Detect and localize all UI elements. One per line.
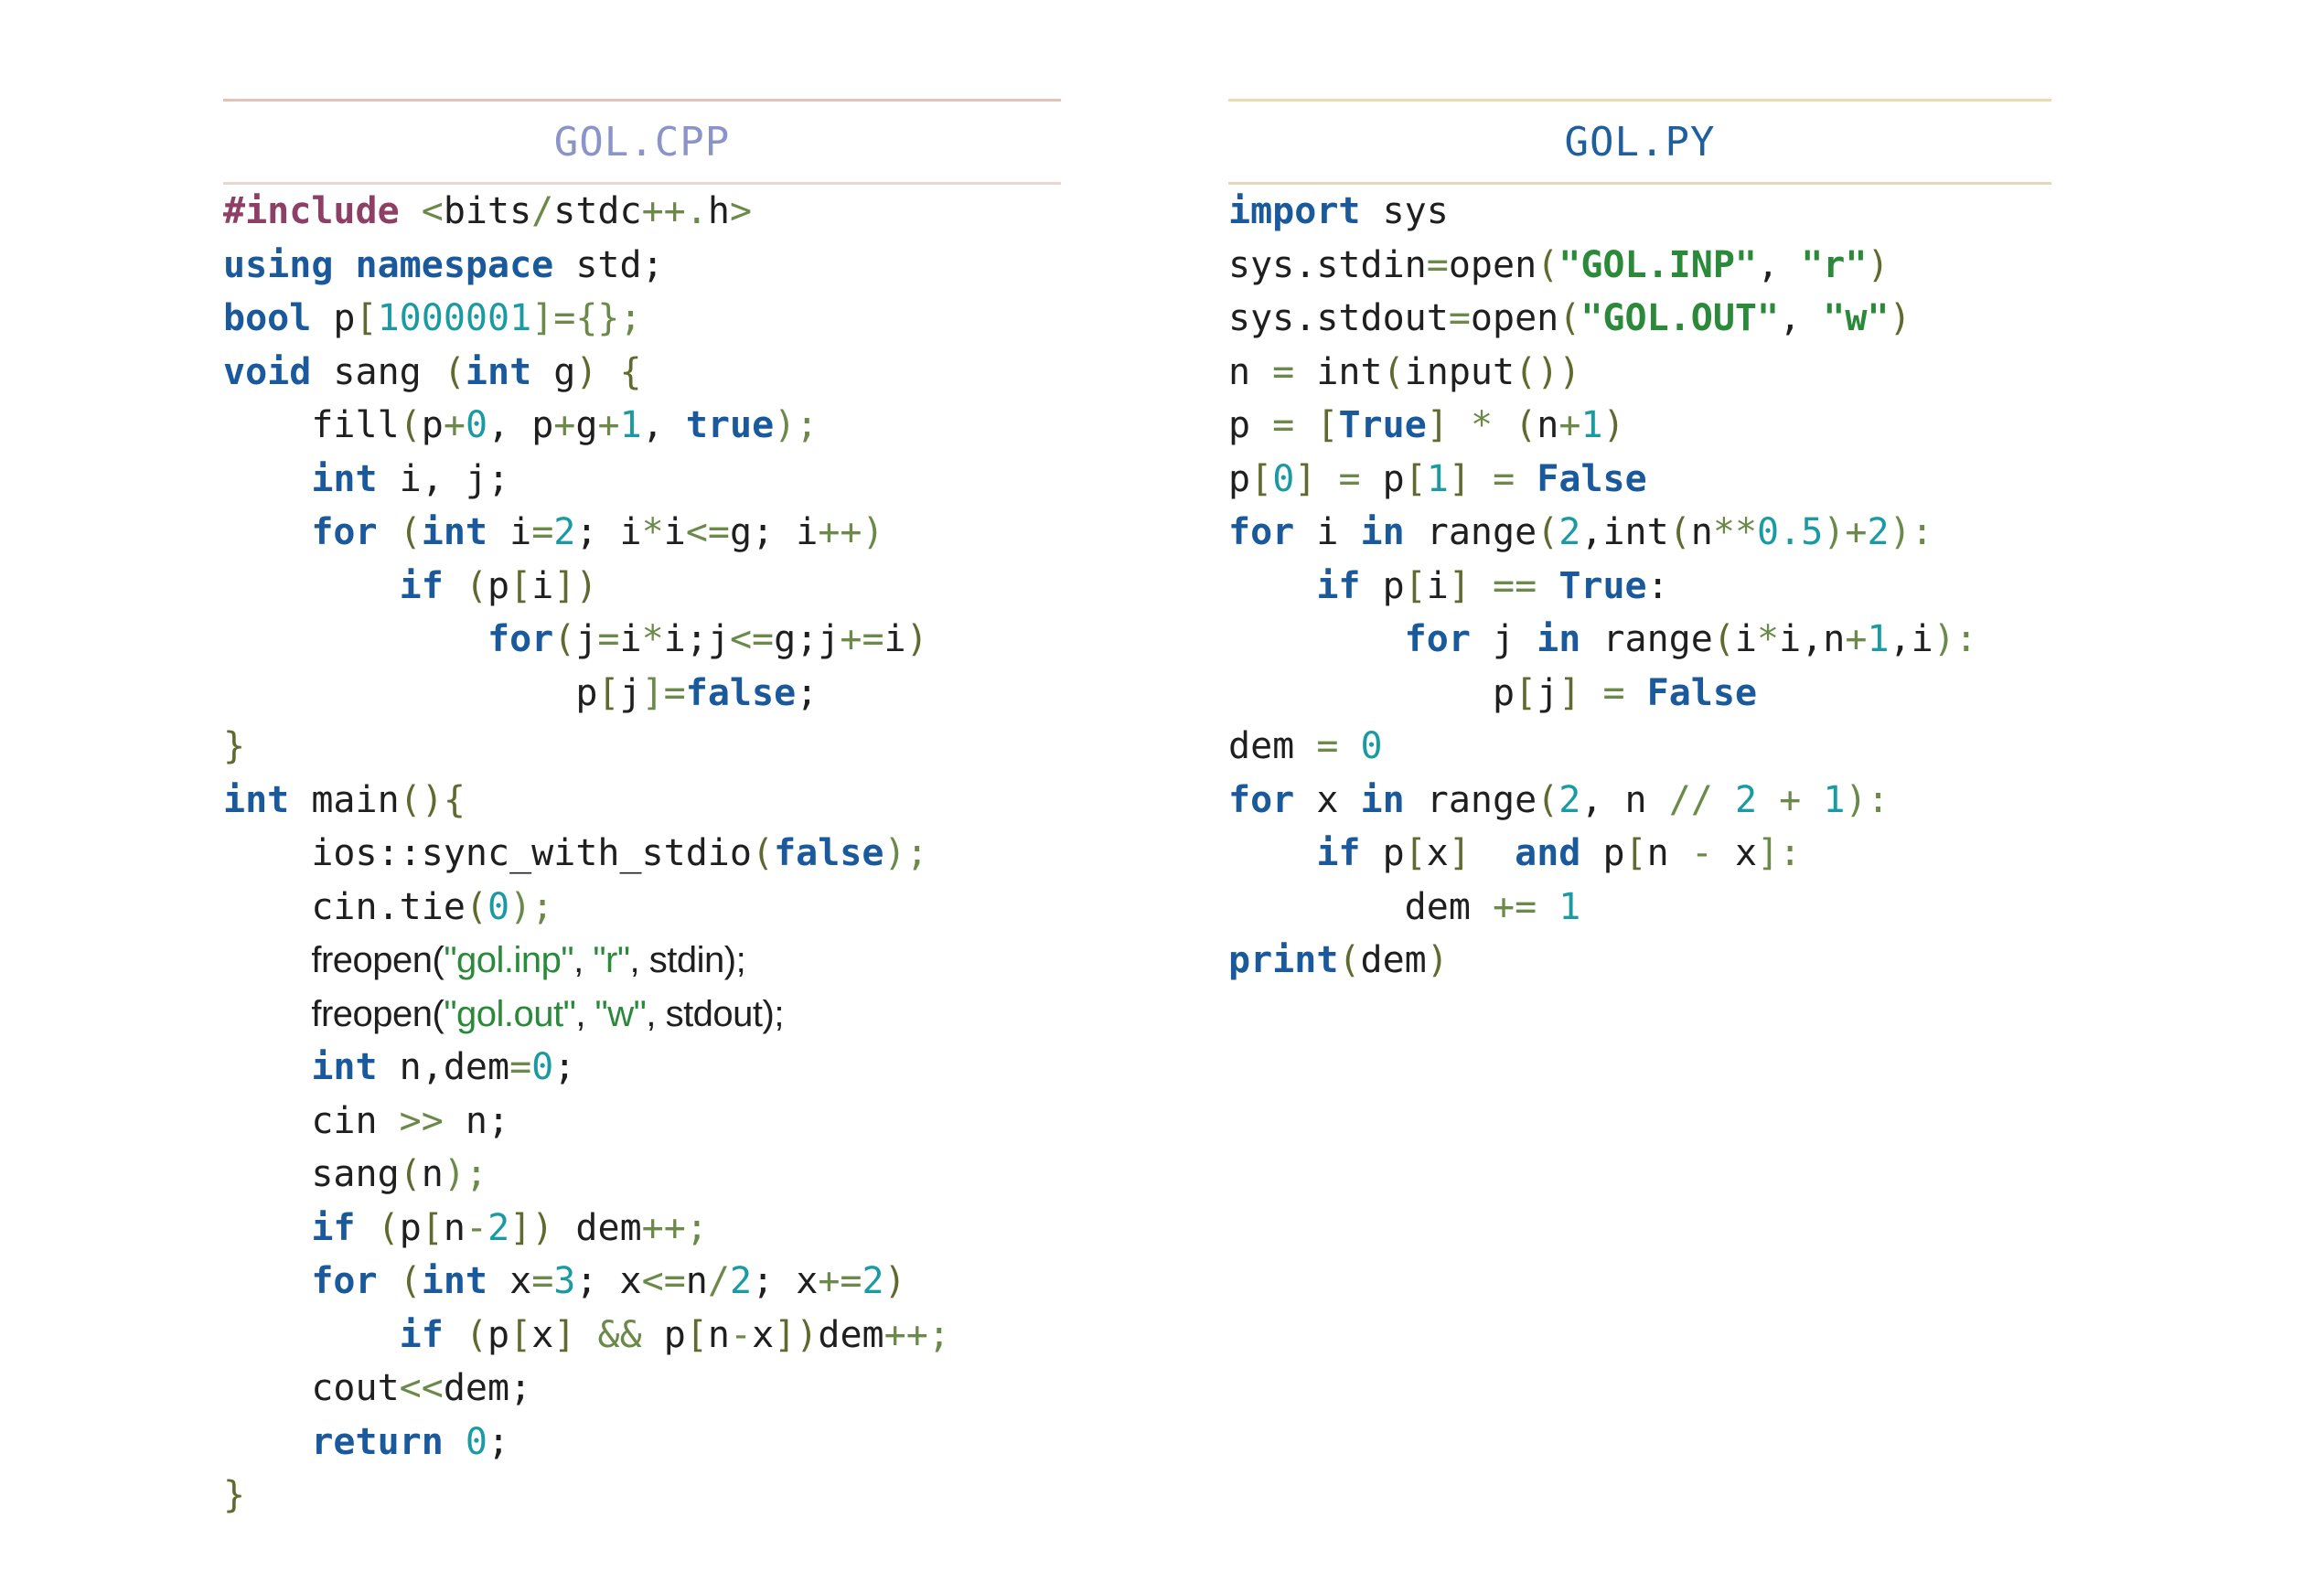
cpp-code-panel: GOL.CPP #include <bits/stdc++.h> using na… [223, 99, 1061, 1523]
code-line: sys.stdout=open("GOL.OUT", "w") [1228, 297, 1912, 339]
code-line: if p[i] == True: [1316, 564, 1669, 607]
code-line: for (int i=2; i*i<=g; i++) [311, 511, 884, 553]
code-line: if p[x] and p[n - x]: [1316, 832, 1802, 874]
code-line: ios::sync_with_stdio(false); [223, 832, 928, 874]
code-line: for (int x=3; x<=n/2; x+=2) [311, 1260, 906, 1302]
code-line: n = int(input()) [1228, 350, 1581, 393]
code-line: for(j=i*i;j<=g;j+=i) [487, 618, 928, 660]
code-line: sang(n); [223, 1153, 488, 1195]
code-line: cout<<dem; [223, 1367, 532, 1409]
code-line: for x in range(2, n // 2 + 1): [1228, 778, 1890, 821]
code-line: if (p[i]) [399, 564, 598, 607]
code-line: fill(p+0, p+g+1, true); [223, 404, 819, 446]
cpp-code-block: #include <bits/stdc++.h> using namespace … [223, 185, 1061, 1523]
code-line: return 0; [311, 1420, 510, 1463]
code-line: p[j] = False [1228, 671, 1758, 714]
code-line: print(dem) [1228, 939, 1449, 981]
code-line: p = [True] * (n+1) [1228, 404, 1625, 446]
code-line: dem = 0 [1228, 725, 1383, 767]
code-line: for j in range(i*i,n+1,i): [1404, 618, 1977, 660]
code-line: freopen("gol.out", "w", stdout); [311, 993, 784, 1034]
cpp-file-title: GOL.CPP [553, 118, 731, 166]
code-line: } [223, 725, 246, 767]
code-line: freopen("gol.inp", "r", stdin); [311, 940, 746, 980]
code-line: sys.stdin=open("GOL.INP", "r") [1228, 243, 1890, 286]
code-line: if (p[x] && p[n-x])dem++; [399, 1313, 950, 1356]
code-line: p[0] = p[1] = False [1228, 457, 1647, 500]
code-line: import sys [1228, 190, 1449, 232]
code-line: p[j]=false; [223, 671, 819, 714]
code-line: using namespace std; [223, 243, 664, 286]
code-line: #include <bits/stdc++.h> [223, 190, 753, 232]
code-line: int i, j; [311, 457, 510, 500]
code-line: if (p[n-2]) dem++; [311, 1206, 708, 1249]
code-line: dem += 1 [1228, 885, 1581, 928]
cpp-title-bar: GOL.CPP [223, 99, 1061, 185]
code-line: cin >> n; [223, 1099, 510, 1142]
python-file-title: GOL.PY [1564, 118, 1716, 166]
python-code-block: import sys sys.stdin=open("GOL.INP", "r")… [1228, 185, 2051, 988]
code-line: } [223, 1474, 246, 1516]
code-line: int n,dem=0; [311, 1046, 576, 1088]
code-line: bool p[1000001]={}; [223, 297, 642, 339]
python-code-panel: GOL.PY import sys sys.stdin=open("GOL.INP… [1228, 99, 2051, 988]
python-title-bar: GOL.PY [1228, 99, 2051, 185]
code-line: cin.tie(0); [223, 885, 554, 928]
code-line: int main(){ [223, 778, 466, 821]
code-line: for i in range(2,int(n**0.5)+2): [1228, 511, 1933, 553]
code-line: void sang (int g) { [223, 350, 642, 393]
